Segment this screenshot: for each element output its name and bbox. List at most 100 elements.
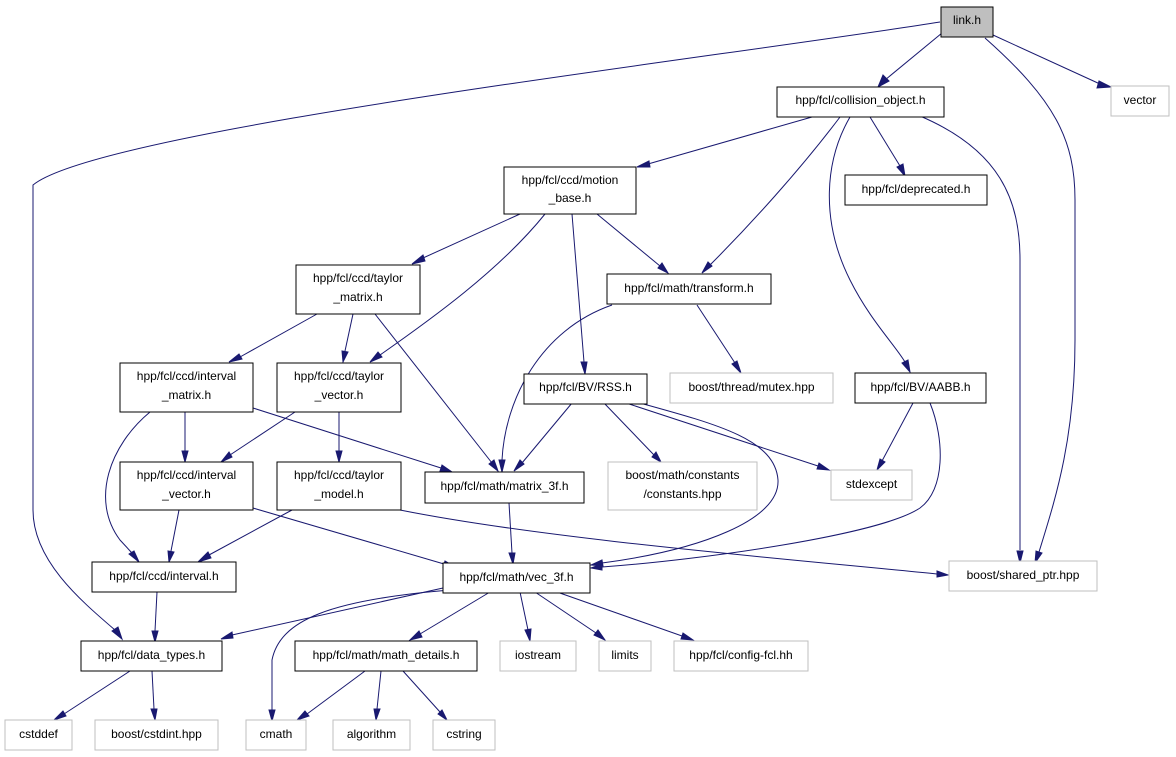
node-label: cstring bbox=[446, 727, 481, 741]
node-cstdint: boost/cstdint.hpp bbox=[94, 719, 219, 751]
node-label: hpp/fcl/deprecated.h bbox=[862, 182, 971, 196]
edge-vec-3f-to-math-details bbox=[408, 591, 491, 641]
edge-vec-3f-to-cmath bbox=[268, 589, 451, 723]
node-aabb[interactable]: hpp/fcl/BV/AABB.h bbox=[854, 372, 987, 404]
edge-motion-base-to-transform bbox=[596, 213, 670, 275]
node-label: hpp/fcl/collision_object.h bbox=[795, 93, 925, 107]
edge-transform-to-matrix-3f bbox=[498, 304, 613, 473]
node-label-line-2: _vector.h bbox=[314, 388, 364, 402]
node-stdexcept: stdexcept bbox=[830, 469, 913, 501]
node-label-line-1: boost/math/constants bbox=[625, 468, 739, 482]
node-label: hpp/fcl/ccd/interval.h bbox=[109, 569, 218, 583]
node-label: boost/shared_ptr.hpp bbox=[967, 568, 1080, 582]
edge-interval-matrix-to-interval bbox=[105, 411, 151, 563]
edge-aabb-to-vec-3f bbox=[589, 402, 941, 571]
node-label-line-1: hpp/fcl/ccd/interval bbox=[137, 369, 236, 383]
edge-motion-base-to-rss bbox=[571, 213, 588, 375]
node-label: hpp/fcl/math/math_details.h bbox=[313, 648, 460, 662]
edge-taylor-model-to-interval bbox=[197, 509, 293, 563]
node-taylor-matrix[interactable]: hpp/fcl/ccd/taylor _matrix.h bbox=[295, 264, 421, 315]
node-label-line-2: _base.h bbox=[548, 191, 592, 205]
node-label-line-1: hpp/fcl/ccd/taylor bbox=[294, 468, 384, 482]
node-label: boost/thread/mutex.hpp bbox=[688, 380, 814, 394]
node-label: hpp/fcl/math/matrix_3f.h bbox=[440, 479, 568, 493]
edge-data-types-to-cstddef bbox=[53, 670, 131, 721]
edge-collision-object-to-transform bbox=[701, 116, 841, 274]
node-label: cmath bbox=[260, 727, 293, 741]
nodes: link.h hpp/fcl/collision_object.h vector… bbox=[4, 6, 1170, 751]
node-taylor-vector[interactable]: hpp/fcl/ccd/taylor _vector.h bbox=[276, 362, 402, 413]
edge-data-types-to-cstdint bbox=[150, 670, 158, 722]
node-rss[interactable]: hpp/fcl/BV/RSS.h bbox=[523, 373, 648, 405]
edge-motion-base-to-taylor-vector bbox=[369, 213, 546, 363]
edge-interval-to-data-types bbox=[151, 591, 159, 644]
edges bbox=[32, 21, 1113, 723]
edge-vec-3f-to-config bbox=[556, 591, 695, 641]
edge-vec-3f-to-iostream bbox=[519, 591, 532, 643]
node-config: hpp/fcl/config-fcl.hh bbox=[673, 640, 809, 672]
node-interval[interactable]: hpp/fcl/ccd/interval.h bbox=[91, 561, 237, 593]
node-label-line-1: hpp/fcl/ccd/interval bbox=[137, 468, 236, 482]
edge-taylor-matrix-to-taylor-vector bbox=[341, 313, 354, 364]
edge-collision-object-to-aabb bbox=[828, 116, 911, 374]
node-interval-vector[interactable]: hpp/fcl/ccd/interval _vector.h bbox=[119, 461, 254, 511]
edge-rss-to-stdexcept bbox=[625, 402, 831, 471]
edge-math-details-to-cmath bbox=[295, 670, 366, 722]
edge-math-details-to-cstring bbox=[402, 670, 449, 722]
edge-taylor-vector-to-interval-vector bbox=[220, 411, 296, 463]
edge-link-to-shared-ptr bbox=[984, 37, 1076, 565]
edge-vec-3f-to-limits bbox=[534, 591, 607, 642]
node-link-h[interactable]: link.h bbox=[940, 6, 994, 38]
node-label-line-2: _matrix.h bbox=[332, 290, 382, 304]
edge-link-to-collision-object bbox=[876, 32, 943, 89]
node-deprecated[interactable]: hpp/fcl/deprecated.h bbox=[844, 174, 988, 206]
node-label: link.h bbox=[953, 13, 981, 27]
node-interval-matrix[interactable]: hpp/fcl/ccd/interval _matrix.h bbox=[119, 362, 254, 413]
edge-collision-object-to-motion-base bbox=[636, 116, 813, 168]
edge-taylor-matrix-to-matrix-3f bbox=[374, 313, 500, 473]
node-mutex: boost/thread/mutex.hpp bbox=[669, 372, 834, 404]
node-label: hpp/fcl/BV/AABB.h bbox=[870, 380, 970, 394]
edge-interval-vector-to-interval bbox=[167, 509, 180, 564]
node-collision-object[interactable]: hpp/fcl/collision_object.h bbox=[776, 86, 945, 118]
edge-interval-matrix-to-interval-vector bbox=[181, 412, 189, 464]
node-matrix-3f[interactable]: hpp/fcl/math/matrix_3f.h bbox=[424, 471, 585, 504]
edge-transform-to-mutex bbox=[696, 304, 742, 374]
node-label: boost/cstdint.hpp bbox=[111, 727, 202, 741]
node-label: algorithm bbox=[347, 727, 396, 741]
node-label: stdexcept bbox=[846, 477, 898, 491]
edge-taylor-model-to-shared-ptr bbox=[399, 509, 950, 578]
edge-link-to-vector bbox=[992, 34, 1113, 89]
node-algorithm: algorithm bbox=[332, 719, 411, 751]
node-cmath: cmath bbox=[245, 719, 307, 751]
node-transform[interactable]: hpp/fcl/math/transform.h bbox=[606, 273, 772, 305]
edge-aabb-to-stdexcept bbox=[876, 402, 914, 472]
edge-rss-to-matrix-3f bbox=[513, 402, 573, 472]
node-label: hpp/fcl/math/vec_3f.h bbox=[459, 570, 573, 584]
node-label: cstddef bbox=[19, 727, 58, 741]
edge-taylor-matrix-to-interval-matrix bbox=[228, 313, 318, 363]
node-taylor-model[interactable]: hpp/fcl/ccd/taylor _model.h bbox=[276, 461, 402, 511]
node-constants: boost/math/constants /constants.hpp bbox=[607, 461, 758, 511]
node-label-line-1: hpp/fcl/ccd/taylor bbox=[294, 369, 384, 383]
node-limits: limits bbox=[598, 640, 652, 672]
node-label: hpp/fcl/data_types.h bbox=[98, 648, 205, 662]
node-label-line-2: _matrix.h bbox=[161, 388, 211, 402]
node-label-line-2: _vector.h bbox=[161, 487, 211, 501]
node-label-line-1: hpp/fcl/ccd/motion bbox=[522, 173, 619, 187]
node-vec-3f[interactable]: hpp/fcl/math/vec_3f.h bbox=[442, 562, 591, 594]
node-label: limits bbox=[611, 648, 638, 662]
node-label: hpp/fcl/config-fcl.hh bbox=[689, 648, 792, 662]
node-math-details[interactable]: hpp/fcl/math/math_details.h bbox=[294, 640, 478, 672]
edge-link-to-data-types bbox=[32, 21, 941, 641]
node-cstddef: cstddef bbox=[4, 719, 73, 751]
edge-collision-object-to-shared-ptr bbox=[919, 115, 1024, 564]
edge-matrix-3f-to-vec-3f bbox=[508, 502, 516, 566]
edge-rss-to-constants bbox=[603, 402, 663, 464]
node-label-line-1: hpp/fcl/ccd/taylor bbox=[313, 271, 403, 285]
node-data-types[interactable]: hpp/fcl/data_types.h bbox=[80, 640, 223, 672]
edge-math-details-to-algorithm bbox=[373, 670, 382, 722]
node-motion-base[interactable]: hpp/fcl/ccd/motion _base.h bbox=[503, 166, 637, 215]
edge-vec-3f-to-data-types bbox=[220, 587, 444, 640]
